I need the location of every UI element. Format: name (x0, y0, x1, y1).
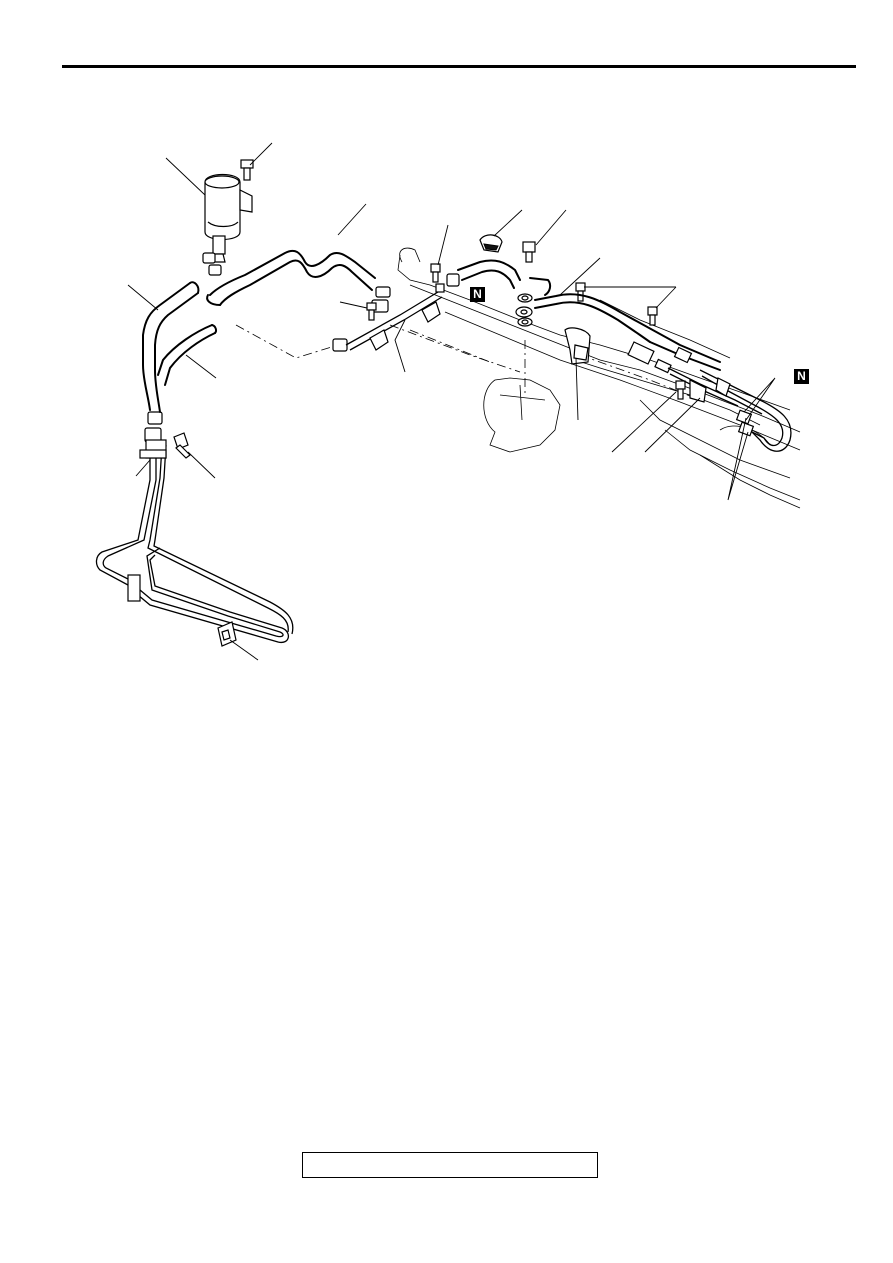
new-part-badge: N (470, 287, 485, 302)
pressure-hose (534, 293, 721, 374)
header-rule (62, 65, 856, 68)
reservoir-tank (204, 173, 253, 263)
hose-brackets (564, 327, 731, 403)
return-pipe (95, 439, 294, 644)
page-footer-box (302, 1152, 598, 1178)
return-tube (345, 283, 445, 351)
assembly-guide-lines (235, 324, 701, 401)
hose-clip (479, 234, 503, 253)
pipe-clamp (217, 621, 237, 647)
eye-bolt-gaskets (515, 293, 533, 327)
return-hose (142, 281, 217, 413)
suction-hose (206, 249, 376, 306)
pump-suction-hose (457, 259, 552, 296)
reservoir-bolt (240, 159, 254, 181)
return-pipe-bolt (173, 432, 191, 459)
new-part-badge: N (794, 369, 809, 384)
leader-lines (127, 142, 776, 661)
